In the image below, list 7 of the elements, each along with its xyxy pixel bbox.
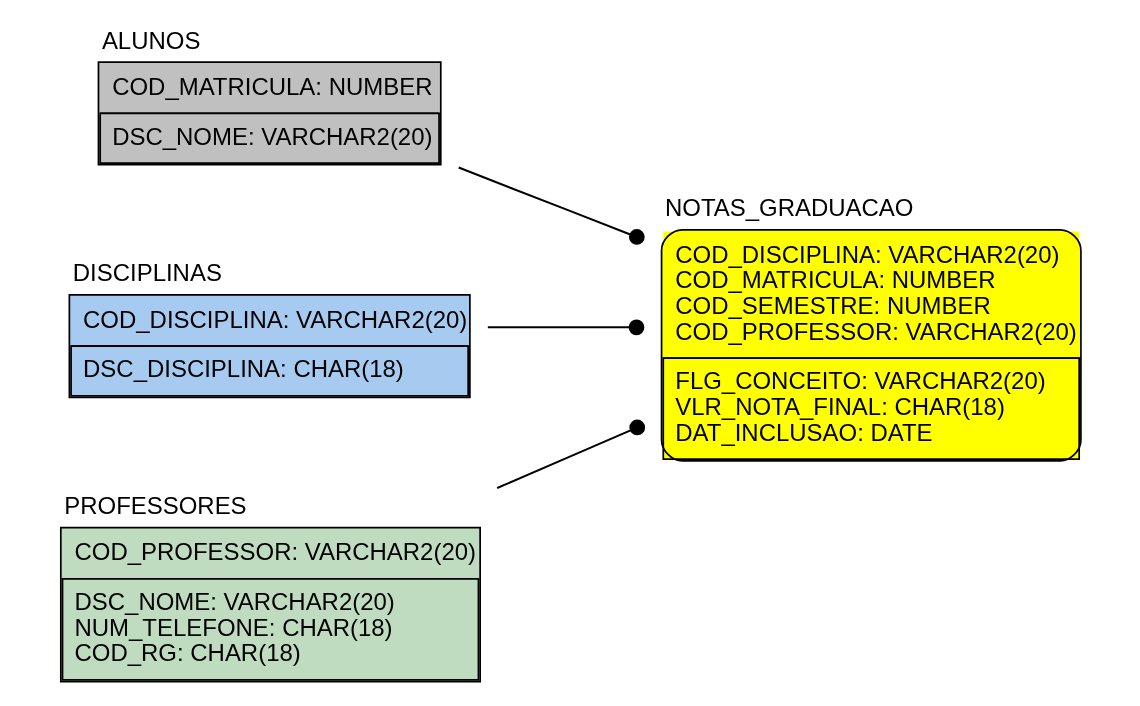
node-label: DISCIPLINAS (72, 259, 222, 287)
node-label: ALUNOS (101, 26, 201, 54)
node-label: NOTAS_GRADUACAO (664, 194, 914, 222)
connector (458, 166, 645, 245)
node-label: PROFESSORES (64, 492, 247, 520)
connector (487, 319, 645, 336)
connector (496, 419, 646, 489)
